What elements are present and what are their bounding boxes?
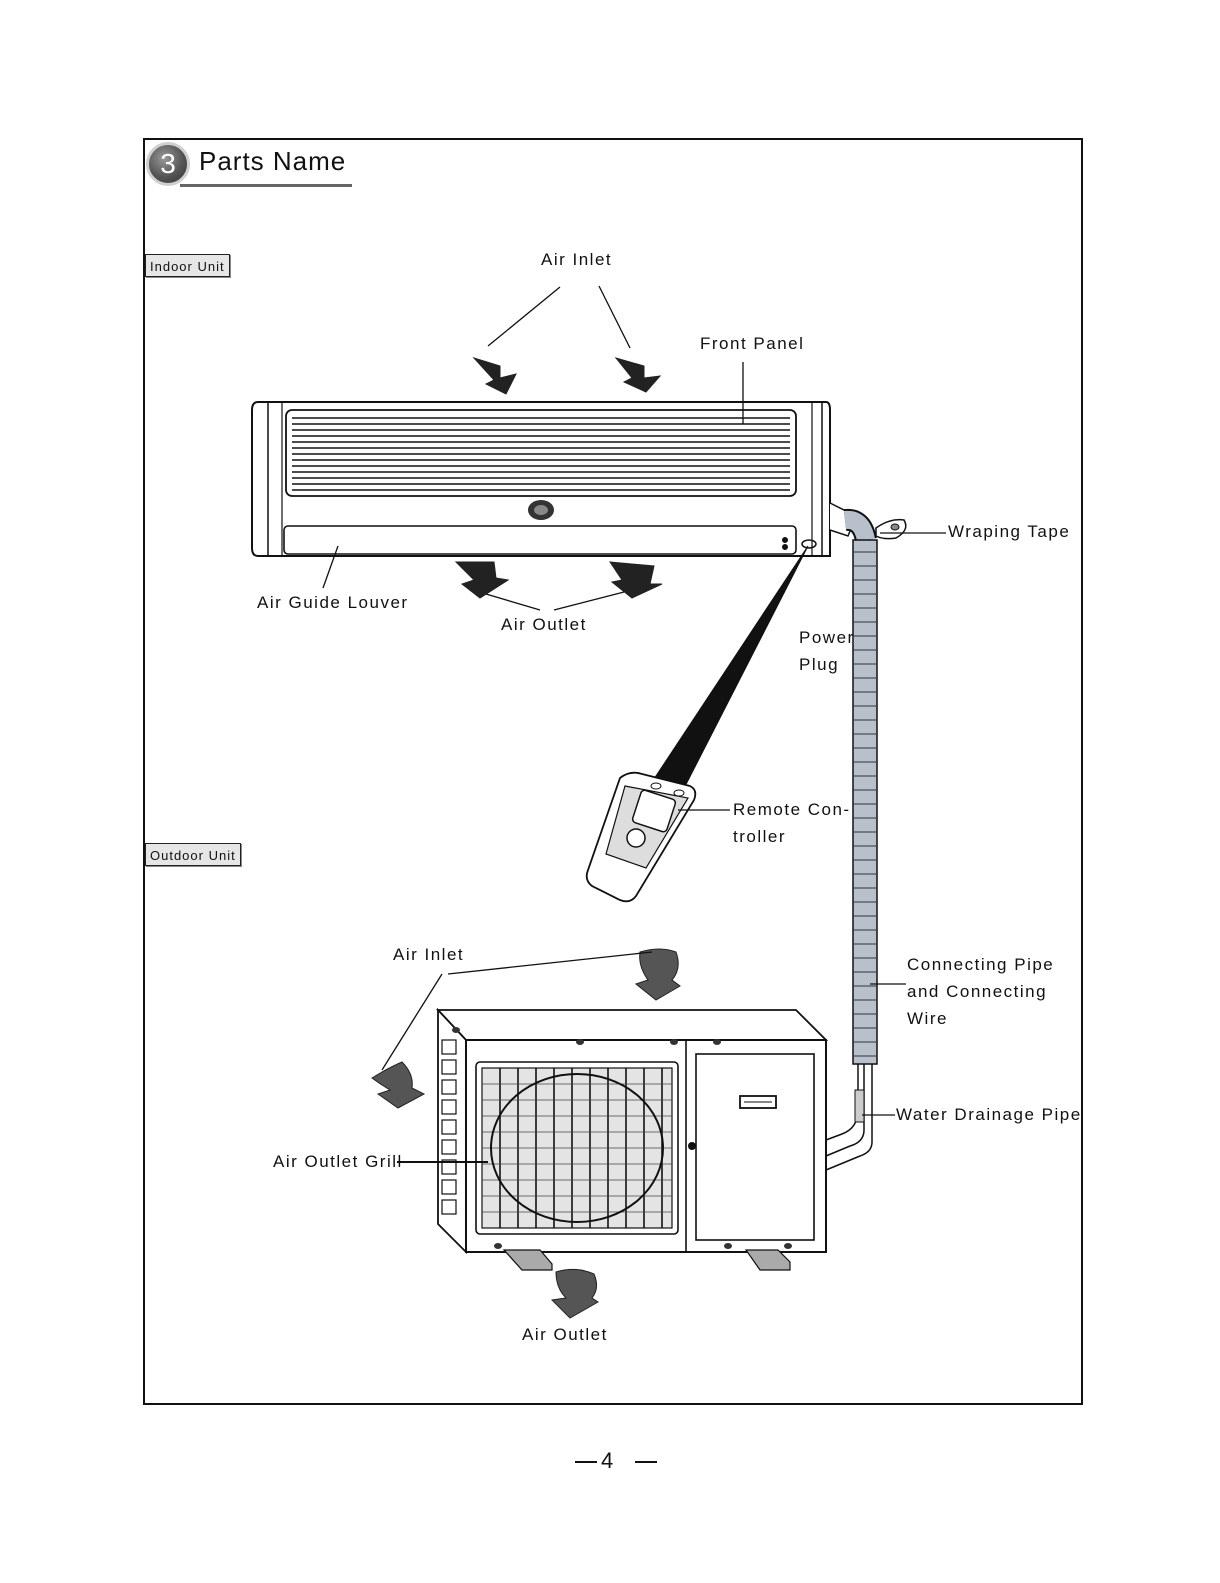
- page-number-dash-left: [575, 1461, 597, 1463]
- label-power-plug: Power Plug: [799, 624, 855, 678]
- label-air-outlet-outdoor: Air Outlet: [522, 1325, 608, 1345]
- outdoor-unit-illustration: [438, 1010, 826, 1270]
- label-air-outlet-grill: Air Outlet Grill: [273, 1152, 403, 1172]
- label-air-outlet-indoor: Air Outlet: [501, 615, 587, 635]
- label-water-drainage-pipe: Water Drainage Pipe: [896, 1105, 1082, 1125]
- label-air-inlet-outdoor: Air Inlet: [393, 945, 464, 965]
- indoor-unit-illustration: [252, 402, 856, 556]
- label-wraping-tape: Wraping Tape: [948, 522, 1070, 542]
- page-number-text: 4: [601, 1448, 613, 1474]
- label-front-panel: Front Panel: [700, 334, 804, 354]
- label-remote-controller: Remote Con- troller: [733, 796, 851, 850]
- label-air-inlet-indoor: Air Inlet: [541, 250, 612, 270]
- label-air-guide-louver: Air Guide Louver: [257, 593, 409, 613]
- label-connecting-pipe: Connecting Pipe and Connecting Wire: [907, 951, 1054, 1032]
- page-number: 4: [575, 1448, 655, 1476]
- page-number-dash-right: [635, 1461, 657, 1463]
